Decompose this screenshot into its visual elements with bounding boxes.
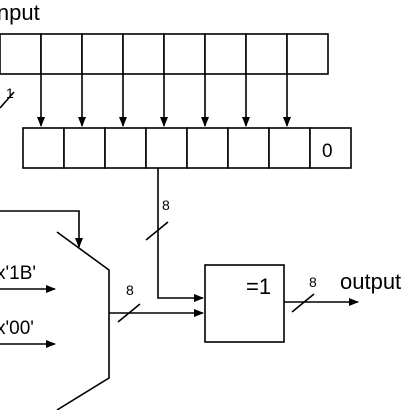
xor-bus-width: 8	[309, 274, 317, 290]
mux-select-line	[0, 210, 83, 248]
shifted-register-cell	[227, 127, 270, 169]
input-register	[0, 33, 329, 75]
shifted-register-cell	[22, 127, 65, 169]
shifted-register-cell	[268, 127, 311, 169]
register-bus-width: 8	[162, 197, 170, 213]
input-register-cell	[286, 33, 329, 75]
input-register-cell	[245, 33, 288, 75]
shifted-register-cell	[145, 127, 188, 169]
mux-bus-width: 8	[126, 282, 134, 298]
register-output-bus	[157, 168, 204, 302]
input-register-cell	[163, 33, 206, 75]
mux-bus-slash	[117, 303, 141, 323]
shifted-register-cell	[104, 127, 147, 169]
shift-arrows	[37, 74, 291, 127]
input-register-cell	[40, 33, 83, 75]
fill-bit-label: 0	[322, 141, 333, 162]
xor-gate-label: =1	[246, 274, 271, 299]
output-label: output	[340, 269, 401, 294]
input-register-cell	[204, 33, 247, 75]
mux-input-00-label: x'00'	[0, 318, 34, 339]
shifted-register-cell	[309, 127, 352, 169]
input-register-cell	[81, 33, 124, 75]
shifted-register-cell	[186, 127, 229, 169]
shifted-register-cell	[63, 127, 106, 169]
shift-amount-label: 1	[6, 85, 14, 101]
input-register-cell	[122, 33, 165, 75]
xor-gate	[204, 264, 285, 343]
shifted-register	[22, 127, 352, 169]
shift-indicator-line	[0, 91, 15, 109]
xor-bus-slash	[291, 293, 315, 313]
multiplexer	[56, 231, 110, 410]
input-label: input	[0, 0, 40, 25]
input-register-cell	[0, 33, 42, 75]
mux-input-1b-label: x'1B'	[0, 263, 36, 284]
register-bus-slash	[145, 221, 169, 241]
